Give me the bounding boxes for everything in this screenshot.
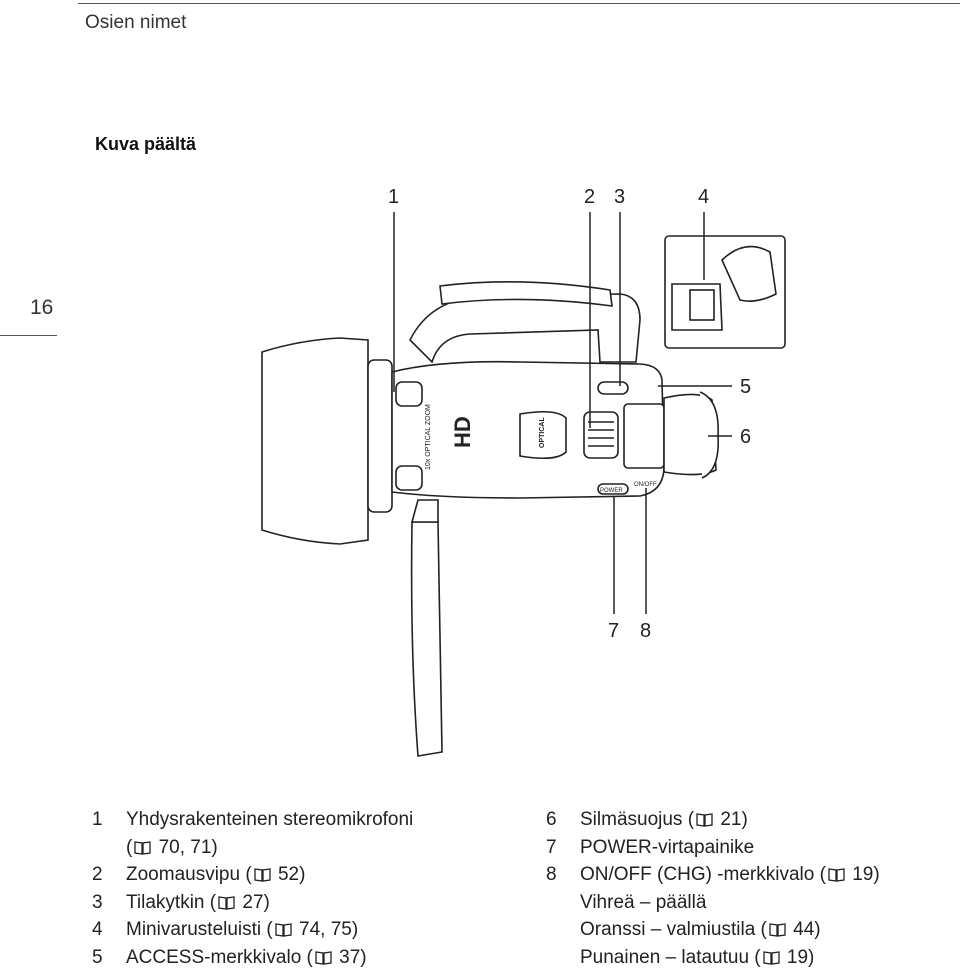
- legend-text: Zoomausvipu (: [126, 864, 252, 885]
- legend-text: 19): [782, 947, 815, 968]
- hd-logo: HD: [450, 416, 475, 448]
- legend-text: 19): [847, 864, 880, 885]
- legend-item: Punainen – latautuu ( 19): [546, 944, 880, 971]
- callout-4: 4: [698, 186, 709, 209]
- camcorder-top-view: HD 10x OPTICAL ZOOM OPTICAL POWER ON/OFF: [0, 0, 960, 800]
- book-icon: [134, 840, 151, 855]
- book-icon: [275, 922, 292, 937]
- legend-number: 5: [92, 944, 126, 971]
- legend-number: 3: [92, 889, 126, 917]
- legend-text: Tilakytkin (: [126, 892, 216, 913]
- microphone-right: [396, 466, 422, 490]
- book-icon: [254, 867, 271, 882]
- mode-switch: [598, 382, 628, 394]
- lens-hood: [262, 338, 368, 544]
- legend-number: 1: [92, 806, 126, 834]
- legend-text: 37): [334, 947, 367, 968]
- book-icon: [828, 867, 845, 882]
- legend-text: 74, 75): [294, 919, 358, 940]
- zoom-lever: [584, 412, 618, 458]
- book-icon: [315, 950, 332, 965]
- power-print: POWER: [600, 488, 623, 494]
- legend-item: Oranssi – valmiustila ( 44): [546, 916, 880, 944]
- zoom-print: 10x OPTICAL ZOOM: [425, 404, 432, 470]
- callout-7: 7: [608, 620, 619, 643]
- legend-text: 70, 71): [153, 837, 217, 858]
- book-icon: [218, 895, 235, 910]
- callout-1: 1: [388, 186, 399, 209]
- legend-text: Vihreä – päällä: [580, 892, 706, 913]
- legend-text: (: [126, 837, 132, 858]
- legend-text: Punainen – latautuu (: [580, 947, 761, 968]
- callout-3: 3: [614, 186, 625, 209]
- callout-6: 6: [740, 426, 751, 449]
- legend-text: 44): [788, 919, 821, 940]
- book-icon: [769, 922, 786, 937]
- legend-number: 8: [546, 861, 580, 889]
- microphone-left: [396, 382, 422, 406]
- legend-number: 4: [92, 916, 126, 944]
- legend-text: POWER-virtapainike: [580, 837, 754, 858]
- book-icon: [696, 812, 713, 827]
- onoff-print: ON/OFF: [634, 482, 657, 488]
- legend-number: 2: [92, 861, 126, 889]
- book-icon: [763, 950, 780, 965]
- callout-2: 2: [584, 186, 595, 209]
- legend-text: ON/OFF (CHG) -merkkivalo (: [580, 864, 826, 885]
- legend-text: ACCESS-merkkivalo (: [126, 947, 313, 968]
- callout-8: 8: [640, 620, 651, 643]
- lens-ring: [368, 360, 392, 512]
- legend-item: ( 70, 71): [92, 834, 413, 862]
- legend-text: 21): [715, 809, 748, 830]
- legend-number: 7: [546, 834, 580, 862]
- viewfinder: [624, 404, 664, 468]
- legend-text: 52): [273, 864, 306, 885]
- legend-text: Minivarusteluisti (: [126, 919, 273, 940]
- legend-number: 6: [546, 806, 580, 834]
- callout-5: 5: [740, 376, 751, 399]
- legend-text: Silmäsuojus (: [580, 809, 694, 830]
- optical-print: OPTICAL: [539, 417, 546, 448]
- legend-text: 27): [237, 892, 270, 913]
- legend-text: Yhdysrakenteinen stereomikrofoni: [126, 809, 413, 830]
- legend-item: Vihreä – päällä: [546, 889, 880, 917]
- legend-text: Oranssi – valmiustila (: [580, 919, 767, 940]
- lcd-panel: [412, 522, 442, 756]
